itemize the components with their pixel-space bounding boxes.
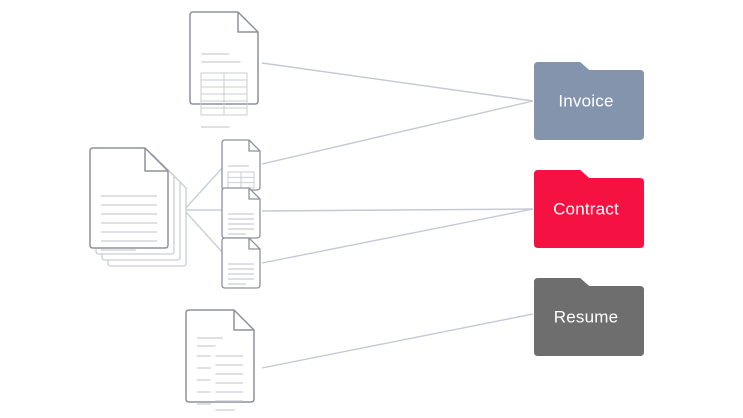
- document-fold-corner: [248, 238, 260, 250]
- fan-arrow-layer: [183, 165, 225, 255]
- connector-small-table-to-invoice: [261, 100, 534, 165]
- document-invoice-table: [189, 11, 259, 128]
- document-small-text-b: [221, 237, 261, 289]
- document-resume-text: [185, 309, 255, 411]
- folder-shape[interactable]: [534, 278, 644, 356]
- document-fold-corner: [248, 140, 260, 152]
- document-stack: [89, 147, 187, 267]
- document-fold-corner: [248, 188, 260, 200]
- document-small-table: [221, 139, 261, 191]
- connector-invoice-large-to-invoice: [261, 62, 534, 102]
- document-small-text-a: [221, 187, 261, 239]
- documents-layer: [89, 11, 261, 411]
- document-page: [221, 237, 261, 289]
- document-page: [189, 11, 259, 105]
- connector-resume-to-resume-folder: [261, 313, 534, 369]
- fan-branch-bottom: [183, 209, 225, 255]
- split-fan-arrow: [183, 165, 225, 255]
- document-fold-corner: [233, 310, 254, 331]
- folder-invoice[interactable]: Invoice: [534, 62, 644, 140]
- folder-resume[interactable]: Resume: [534, 278, 644, 356]
- fan-branch-top: [183, 165, 225, 211]
- folder-shape[interactable]: [534, 170, 644, 248]
- connector-small-text-a-to-contract: [261, 208, 534, 212]
- document-fold-corner: [144, 148, 168, 172]
- folder-label: Resume: [554, 307, 619, 326]
- folder-label: Invoice: [558, 91, 613, 110]
- folder-contract[interactable]: Contract: [534, 170, 644, 248]
- document-page: [89, 147, 169, 249]
- folder-shape[interactable]: [534, 62, 644, 140]
- document-page: [221, 187, 261, 239]
- connectors-layer: [261, 62, 534, 369]
- folder-label: Contract: [553, 199, 619, 218]
- document-fold-corner: [237, 12, 258, 33]
- connector-small-text-b-to-contract: [261, 208, 534, 264]
